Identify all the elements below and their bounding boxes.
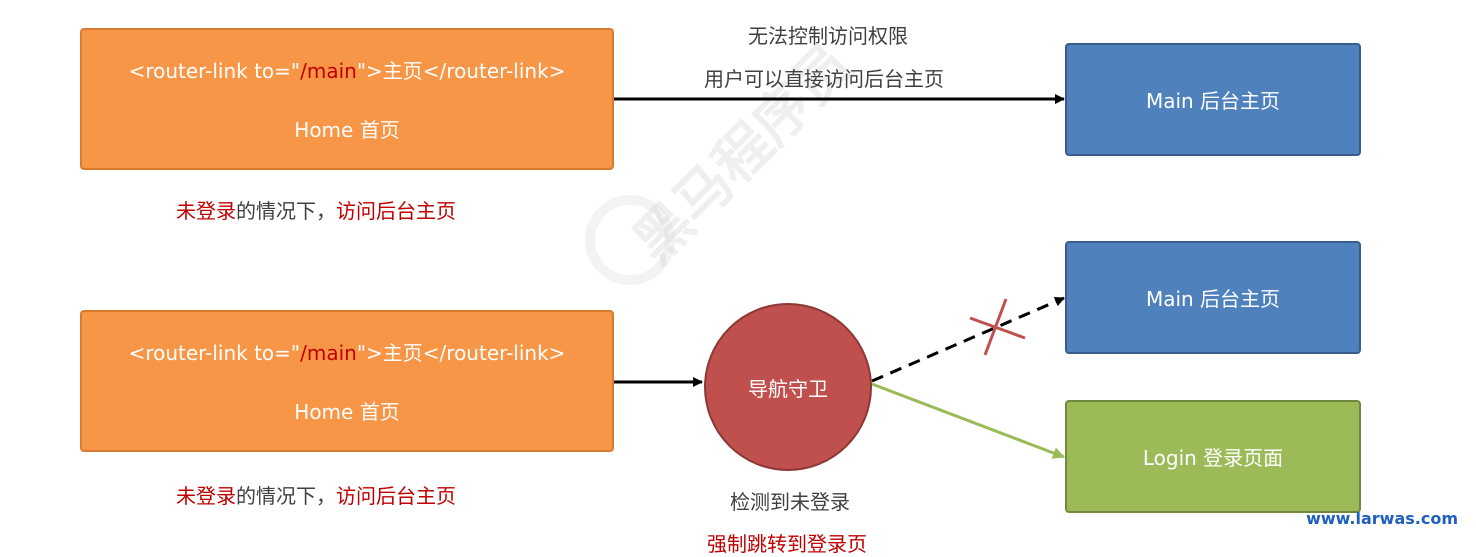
home-box-bottom: <router-link to="/main">主页</router-link>… [80, 310, 614, 452]
arrow-note-1: 无法控制访问权限 [748, 24, 908, 48]
main-box-bottom: Main 后台主页 [1065, 241, 1361, 354]
redirect-note: 强制跳转到登录页 [707, 532, 867, 556]
arrow-note-2: 用户可以直接访问后台主页 [704, 67, 944, 91]
login-box: Login 登录页面 [1065, 400, 1361, 513]
watermark-logo [585, 195, 675, 285]
navigation-guard: 导航守卫 [704, 303, 872, 471]
condition-bottom: 未登录的情况下，访问后台主页 [176, 484, 456, 508]
detect-note: 检测到未登录 [730, 490, 850, 514]
home-caption: Home 首页 [294, 400, 400, 424]
home-box-top: <router-link to="/main">主页</router-link>… [80, 28, 614, 170]
blocked-arrow [871, 296, 1065, 383]
home-caption: Home 首页 [294, 118, 400, 142]
condition-top: 未登录的情况下，访问后台主页 [176, 199, 456, 223]
blocked-cross-icon [969, 298, 1026, 356]
router-link-code: <router-link to="/main">主页</router-link> [128, 341, 566, 365]
redirect-arrow [871, 382, 1065, 459]
site-url: www.larwas.com [1306, 509, 1458, 528]
main-box-top: Main 后台主页 [1065, 43, 1361, 156]
router-link-code: <router-link to="/main">主页</router-link> [128, 59, 566, 83]
